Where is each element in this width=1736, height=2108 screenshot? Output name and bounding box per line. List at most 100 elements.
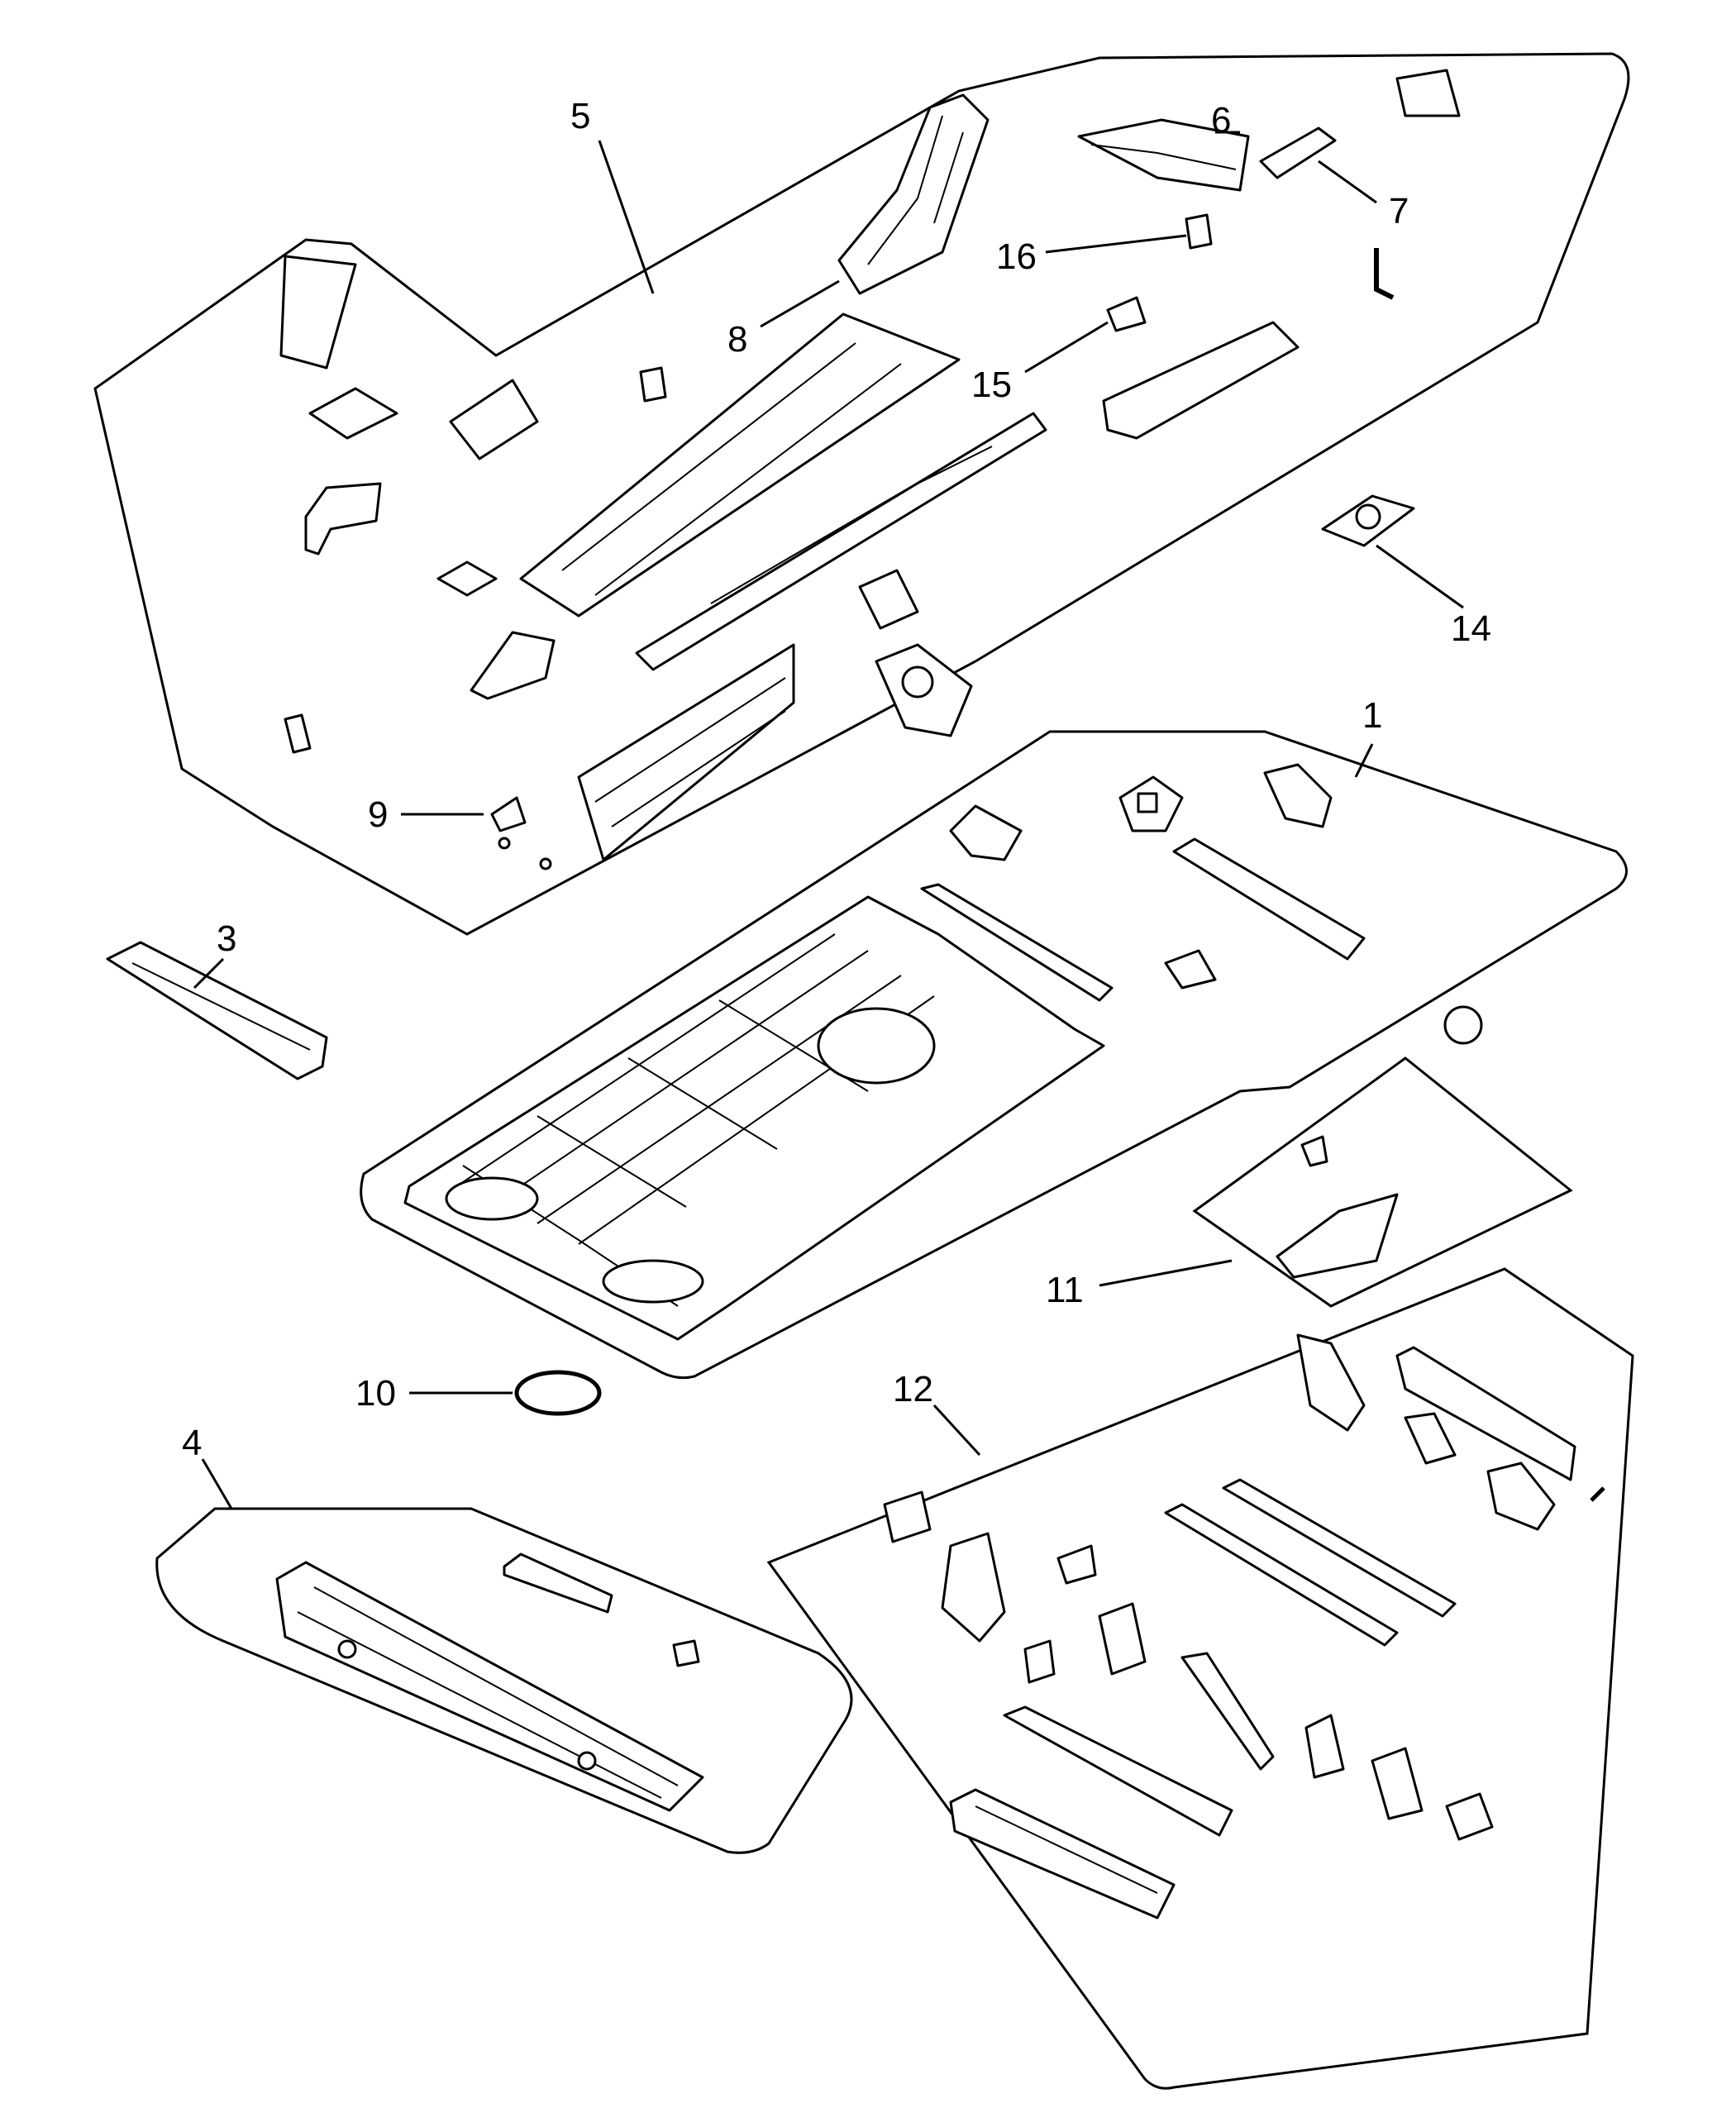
tunnel-rail-detail — [561, 342, 902, 596]
floor-pan-oval-center — [817, 1007, 936, 1085]
clip-4 — [672, 1639, 700, 1667]
mount-bracket-hole — [901, 665, 934, 699]
side-rail-long-detail — [710, 446, 993, 604]
callout-6: 6 — [1211, 100, 1231, 141]
nut-plate-14-stud — [1355, 503, 1381, 530]
bracket-12-f — [1404, 1412, 1457, 1465]
handle-bracket — [304, 482, 382, 556]
brace-12-diag — [1180, 1652, 1275, 1771]
group-12-parts — [883, 1333, 1605, 1920]
floor-bracket-small — [1164, 949, 1217, 990]
callout-11: 11 — [1046, 1270, 1084, 1310]
block-4 — [503, 1552, 613, 1614]
leader-16 — [1045, 234, 1187, 254]
leader-5 — [598, 140, 655, 294]
floor-pan-oval-left — [445, 1176, 539, 1221]
bracket-12-h — [1371, 1747, 1424, 1820]
bracket-12-a — [883, 1490, 932, 1543]
bracket-12-c — [1098, 1602, 1147, 1676]
leader-lines — [193, 131, 1464, 1509]
clip-16 — [1185, 213, 1213, 250]
callout-14: 14 — [1451, 608, 1491, 649]
floor-stiffener-2 — [1172, 837, 1366, 961]
crossmember-rear-5 — [1102, 321, 1300, 440]
pillar-12-b — [941, 1532, 1006, 1643]
clip-11 — [1300, 1135, 1328, 1167]
callout-10: 10 — [355, 1373, 396, 1414]
sill-3-body — [106, 941, 328, 1080]
leader-1a — [1354, 743, 1374, 778]
rear-sill-12-detail — [975, 1805, 1158, 1894]
callout-16: 16 — [996, 236, 1037, 277]
bracket-12-b — [1056, 1544, 1097, 1585]
fastener-9-nut-b — [539, 857, 552, 870]
mount-bracket-upper — [858, 569, 919, 630]
bracket-12-d — [1023, 1639, 1056, 1684]
callout-1a: 1 — [1362, 695, 1382, 736]
leader-3 — [193, 957, 225, 990]
callout-8: 8 — [727, 319, 747, 360]
callout-5: 5 — [570, 96, 590, 136]
callout-9: 9 — [368, 794, 388, 835]
bracket-12-g — [1304, 1714, 1345, 1779]
tunnel-rail — [519, 312, 961, 618]
callouts: 5 6 7 8 16 15 14 9 3 1 10 11 12 4 — [182, 96, 1491, 1463]
floor-plate-a — [949, 804, 1023, 861]
screw-12 — [1590, 1486, 1605, 1502]
group-4-parts — [275, 1552, 704, 1812]
rail-12-lower — [1003, 1705, 1233, 1837]
gusset-bracket — [449, 379, 539, 460]
floor-pan-oval-right — [602, 1259, 704, 1304]
small-bracket-left — [284, 713, 312, 754]
floor-stiffener-1 — [920, 883, 1114, 1002]
front-rail-detail — [867, 115, 964, 265]
group-5-parts — [279, 69, 1461, 870]
floor-pan-rib-2 — [462, 999, 869, 1307]
bracket-12-i — [1445, 1792, 1494, 1841]
floor-plate-b-hole — [1137, 792, 1158, 813]
pad-bracket — [308, 387, 398, 440]
plug-round — [1443, 1005, 1483, 1045]
bracket-11 — [1276, 1193, 1399, 1279]
leader-14 — [1376, 544, 1464, 609]
floor-pan — [403, 895, 1105, 1341]
rocker-inner-detail — [594, 677, 786, 827]
rocker-inner — [577, 643, 795, 861]
pillar-bracket — [279, 255, 357, 370]
jack-bracket — [470, 631, 556, 700]
floor-bracket-top — [1263, 763, 1333, 828]
callout-7: 7 — [1389, 191, 1409, 231]
crossmember-4-hole-a — [337, 1639, 357, 1659]
hook-rod — [1374, 248, 1395, 300]
group-11-outline — [1192, 1056, 1573, 1308]
clip-bracket — [436, 560, 498, 597]
leader-8 — [760, 279, 840, 328]
small-clip-top — [639, 366, 667, 403]
group-11-parts — [1276, 1135, 1399, 1279]
crossmember-4-detail — [297, 1586, 679, 1799]
callout-12: 12 — [893, 1369, 933, 1409]
bracket-6-detail — [1090, 144, 1237, 170]
group-5-outline — [93, 52, 1630, 936]
group-1-parts — [403, 763, 1483, 1341]
grommet-10 — [514, 1370, 602, 1416]
sill-3-detail — [131, 962, 311, 1051]
rear-panel-top — [1395, 1346, 1576, 1481]
bracket-7 — [1259, 126, 1337, 179]
fastener-9-nut-a — [498, 837, 511, 850]
callout-15: 15 — [971, 365, 1012, 405]
leader-4 — [201, 1458, 233, 1509]
callout-3: 3 — [217, 918, 236, 959]
crossbar-12-b — [1164, 1503, 1399, 1647]
leader-15 — [1024, 321, 1109, 374]
leader-7 — [1318, 160, 1377, 204]
floor-pan-rib-1 — [462, 933, 935, 1245]
sill-3 — [106, 941, 328, 1080]
bracket-12-e — [1486, 1462, 1556, 1531]
pillar-12-a — [1296, 1333, 1366, 1432]
corner-bracket — [1395, 69, 1461, 117]
callout-4: 4 — [182, 1423, 202, 1463]
crossbar-12-a — [1222, 1478, 1457, 1618]
fastener-9 — [490, 796, 527, 832]
